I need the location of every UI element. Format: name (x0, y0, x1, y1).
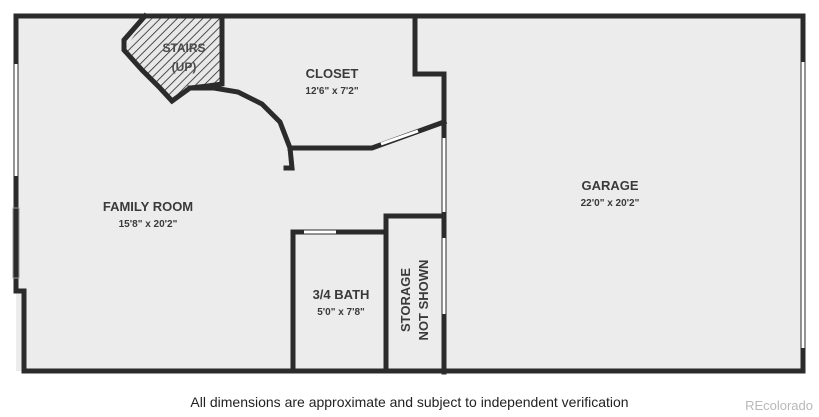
closet-name: CLOSET (306, 66, 359, 81)
window-left-frame (12, 207, 20, 279)
closet-dim: 12'6" x 7'2" (305, 86, 358, 97)
bath-name: 3/4 BATH (313, 287, 370, 302)
bath-wall (290, 229, 389, 374)
bath-dim: 5'0" x 7'8" (317, 307, 365, 318)
stairs-label-line2: (UP) (172, 60, 197, 74)
family-room-name: FAMILY ROOM (103, 199, 193, 214)
closet-bottom-wall (287, 118, 448, 151)
watermark-logo: REcolorado (745, 398, 813, 413)
stairs-label-line1: STAIRS (162, 41, 205, 55)
closet-right-wall (412, 13, 447, 375)
garage-dim: 22'0" x 20'2" (581, 198, 640, 209)
storage-wall (383, 213, 447, 374)
family-room-dim: 15'8" x 20'2" (119, 219, 178, 230)
storage-label-line1: STORAGE (398, 268, 413, 332)
outer-wall (13, 13, 806, 374)
storage-label-line2: NOT SHOWN (416, 260, 431, 341)
window-closet (380, 129, 419, 146)
disclaimer-text: All dimensions are approximate and subje… (190, 394, 629, 410)
stairs-wall (121, 12, 225, 105)
closet-curved-wall (187, 85, 295, 171)
garage-name: GARAGE (581, 178, 638, 193)
stairs-area (124, 18, 220, 101)
